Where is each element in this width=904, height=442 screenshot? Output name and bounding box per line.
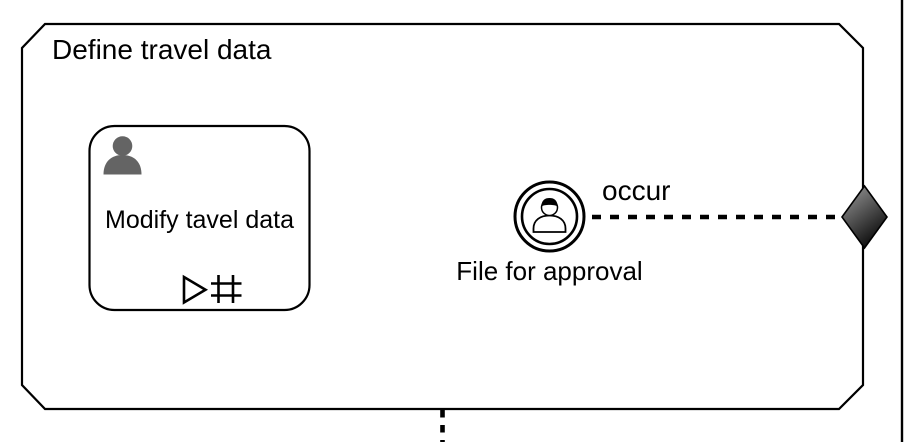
event-label: File for approval bbox=[456, 256, 643, 286]
play-triangle-marker-icon bbox=[182, 274, 209, 305]
hash-grid-marker-icon bbox=[211, 275, 242, 303]
task-label: Modify tavel data bbox=[105, 206, 294, 234]
connector-label: occur bbox=[602, 175, 671, 206]
event-node[interactable] bbox=[513, 180, 586, 253]
container-title: Define travel data bbox=[52, 34, 272, 65]
milestone-diamond[interactable] bbox=[841, 184, 888, 250]
subprocess-task-shape[interactable] bbox=[88, 124, 311, 312]
process-container-shape[interactable] bbox=[20, 22, 865, 411]
user-silhouette-icon bbox=[103, 136, 142, 175]
person-icon bbox=[532, 198, 567, 233]
